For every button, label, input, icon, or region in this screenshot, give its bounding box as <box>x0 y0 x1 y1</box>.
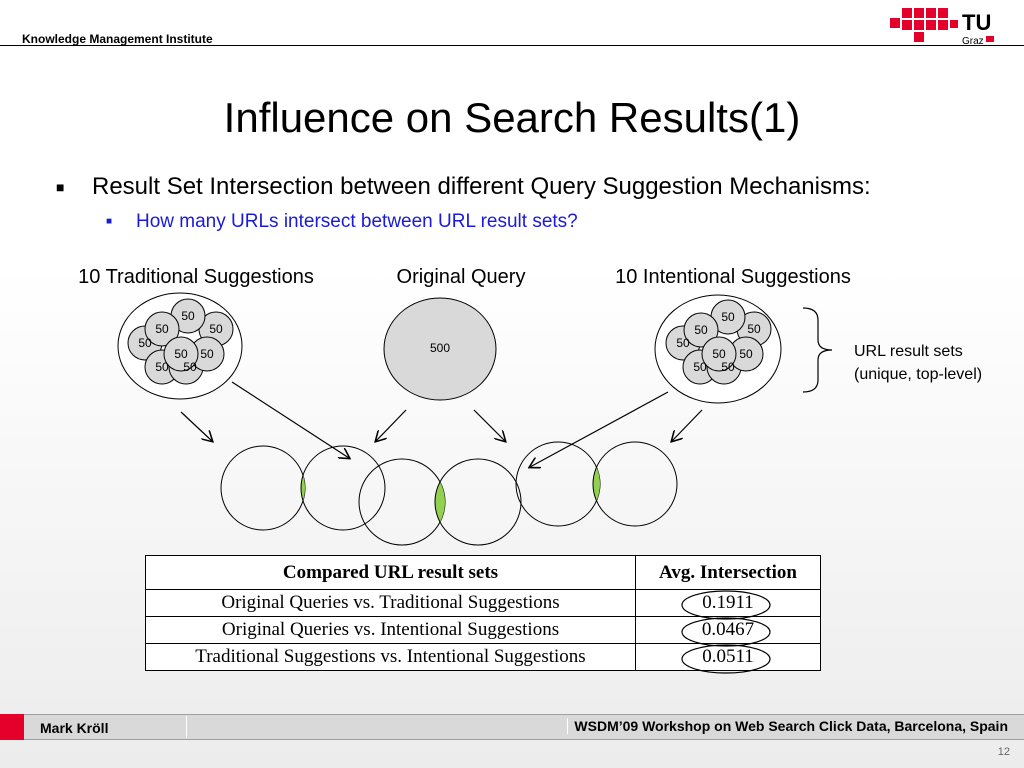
set-value: 50 <box>676 336 690 350</box>
intersection-orig-int <box>435 459 445 545</box>
bullet-main: ■ Result Set Intersection between differ… <box>56 172 871 202</box>
value-cell: 0.0511 <box>635 643 821 671</box>
arrow-orig-left <box>376 409 407 441</box>
set-value: 50 <box>183 360 197 374</box>
set-value: 50 <box>181 309 195 323</box>
set-value: 50 <box>694 323 708 337</box>
table-row: Original Queries vs. Traditional Suggest… <box>145 589 821 617</box>
label-original: Original Query <box>397 266 526 288</box>
intentional-cluster: 50 50 50 50 50 50 50 50 <box>654 294 782 404</box>
set-value: 50 <box>739 347 753 361</box>
original-set: 500 <box>383 297 497 401</box>
brace-label-line2: (unique, top-level) <box>854 366 982 383</box>
set-value: 50 <box>138 336 152 350</box>
arrow-orig-right <box>473 409 505 441</box>
institute-name: Knowledge Management Institute <box>22 32 213 46</box>
footer-divider <box>186 716 187 738</box>
arrows <box>180 381 703 467</box>
set-value: 50 <box>712 347 726 361</box>
tu-graz-logo: TU Graz <box>890 8 994 47</box>
square-bullet-icon: ■ <box>56 179 65 195</box>
original-set-value: 500 <box>430 341 450 355</box>
intersection-trad-int <box>593 442 600 526</box>
comparison-cell: Original Queries vs. Traditional Suggest… <box>145 589 636 617</box>
logo-subtext: Graz <box>962 36 984 47</box>
column-header: Avg. Intersection <box>635 555 821 590</box>
traditional-cluster: 50 50 50 50 50 50 50 50 <box>117 292 243 400</box>
column-header: Compared URL result sets <box>145 555 636 590</box>
set-value: 50 <box>693 360 707 374</box>
set-value: 50 <box>721 310 735 324</box>
arrow-int-left <box>530 391 669 467</box>
footer-accent <box>0 714 24 740</box>
bullet-sub: ■ How many URLs intersect between URL re… <box>106 210 578 234</box>
table-row: Traditional Suggestions vs. Intentional … <box>145 643 821 671</box>
table-row: Original Queries vs. Intentional Suggest… <box>145 616 821 644</box>
footer-event: WSDM’09 Workshop on Web Search Click Dat… <box>567 718 1008 734</box>
comparison-cell: Original Queries vs. Intentional Suggest… <box>145 616 636 644</box>
square-bullet-icon: ■ <box>106 216 113 227</box>
set-value: 50 <box>209 322 223 336</box>
intersection-trad-orig <box>301 446 305 530</box>
page-number: 12 <box>997 746 1010 758</box>
value-cell: 0.0467 <box>635 616 821 644</box>
set-value: 50 <box>200 347 214 361</box>
arrow-int-right <box>672 409 703 441</box>
table-header-row: Compared URL result sets Avg. Intersecti… <box>145 555 821 590</box>
arrow-trad-left <box>180 411 212 441</box>
logo-text: TU <box>962 10 991 35</box>
bullet-main-text: Result Set Intersection between differen… <box>92 173 871 200</box>
label-traditional: 10 Traditional Suggestions <box>78 266 314 288</box>
comparison-cell: Traditional Suggestions vs. Intentional … <box>145 643 636 671</box>
venn-pair-orig-int <box>358 458 522 546</box>
value-cell: 0.1911 <box>635 589 821 617</box>
set-value: 50 <box>747 322 761 336</box>
set-value: 50 <box>174 347 188 361</box>
set-value: 50 <box>155 360 169 374</box>
set-value: 50 <box>721 360 735 374</box>
arrow-trad-right <box>231 381 349 458</box>
label-intentional: 10 Intentional Suggestions <box>615 266 851 288</box>
intersection-table: Compared URL result sets Avg. Intersecti… <box>145 555 821 671</box>
venn-pair-trad-int <box>515 441 678 527</box>
set-value: 50 <box>155 322 169 336</box>
slide-title: Influence on Search Results(1) <box>223 94 801 141</box>
venn-pair-trad-orig <box>220 445 386 531</box>
footer-bar <box>0 714 1024 740</box>
brace-label-line1: URL result sets <box>854 343 963 360</box>
header-divider <box>0 45 1024 46</box>
curly-brace-icon <box>802 307 833 393</box>
footer-author: Mark Kröll <box>40 720 109 736</box>
bullet-sub-text: How many URLs intersect between URL resu… <box>136 211 578 232</box>
